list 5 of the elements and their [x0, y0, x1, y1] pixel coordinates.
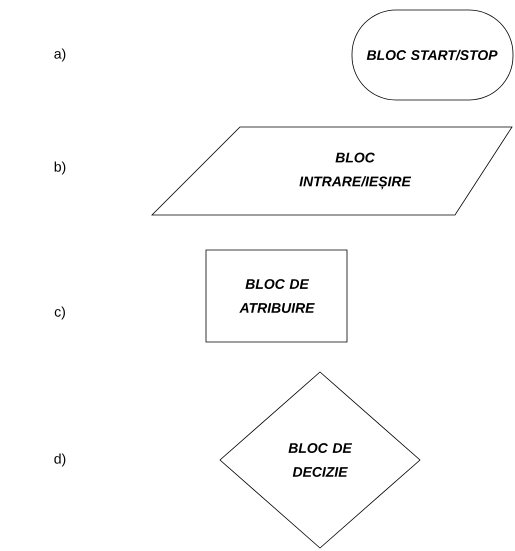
item-letter: b)	[54, 162, 66, 174]
item-letter: a)	[54, 48, 66, 62]
process-box: BLOC DE ATRIBUIRE	[206, 250, 348, 342]
item-letter: c)	[54, 306, 65, 320]
item-letter: d)	[54, 454, 66, 466]
